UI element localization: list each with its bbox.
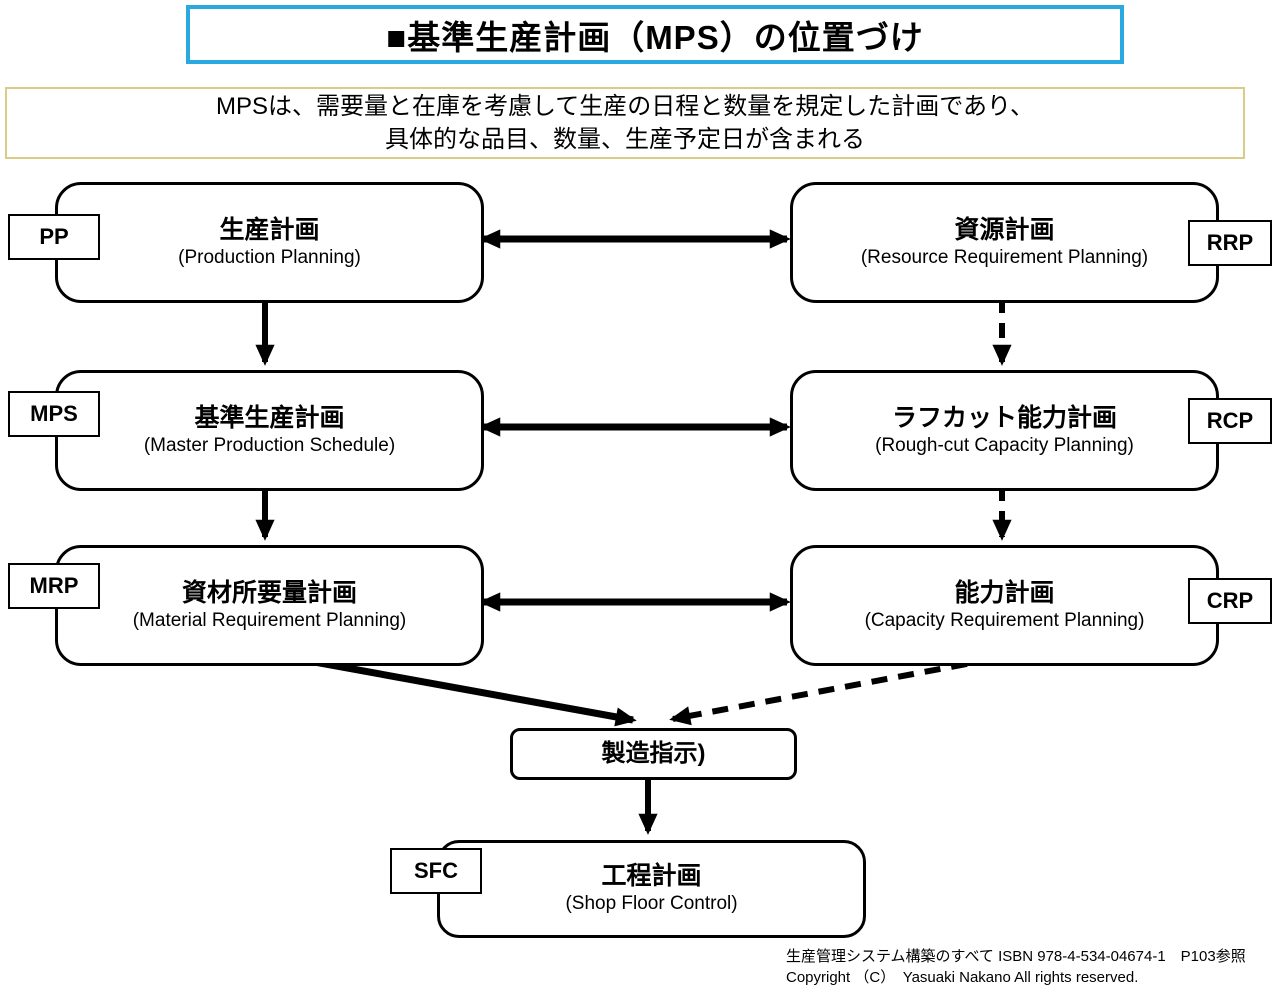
node-manufacturing-order: 製造指示) bbox=[510, 728, 797, 780]
node-rough-cut-capacity-planning: ラフカット能力計画 (Rough-cut Capacity Planning) bbox=[790, 370, 1219, 491]
page-title-text: ■基準生産計画（MPS）の位置づけ bbox=[386, 18, 924, 56]
summary-line-1: MPSは、需要量と在庫を考慮して生産の日程と数量を規定した計画であり、 bbox=[215, 93, 1035, 120]
summary-line-2: 具体的な品目、数量、生産予定日が含まれる bbox=[385, 126, 865, 153]
node-capacity-requirement-planning-en: (Capacity Requirement Planning) bbox=[864, 609, 1145, 631]
tag-mrp: MRP bbox=[8, 563, 100, 609]
node-production-planning-en: (Production Planning) bbox=[178, 246, 361, 268]
node-rough-cut-capacity-planning-jp: ラフカット能力計画 bbox=[891, 403, 1117, 432]
footer-credit: 生産管理システム構築のすべて ISBN 978-4-534-04674-1 P1… bbox=[786, 946, 1246, 988]
node-resource-requirement-planning: 資源計画 (Resource Requirement Planning) bbox=[790, 182, 1219, 303]
node-production-planning: 生産計画 (Production Planning) bbox=[55, 182, 484, 303]
summary-box: MPSは、需要量と在庫を考慮して生産の日程と数量を規定した計画であり、 具体的な… bbox=[5, 87, 1245, 159]
node-master-production-schedule: 基準生産計画 (Master Production Schedule) bbox=[55, 370, 484, 491]
node-capacity-requirement-planning: 能力計画 (Capacity Requirement Planning) bbox=[790, 545, 1219, 666]
node-resource-requirement-planning-jp: 資源計画 bbox=[954, 215, 1055, 244]
node-shop-floor-control-en: (Shop Floor Control) bbox=[565, 893, 738, 914]
node-master-production-schedule-en: (Master Production Schedule) bbox=[143, 434, 396, 456]
tag-rrp: RRP bbox=[1188, 220, 1272, 266]
node-capacity-requirement-planning-jp: 能力計画 bbox=[954, 578, 1055, 607]
footer-source-line: 生産管理システム構築のすべて ISBN 978-4-534-04674-1 P1… bbox=[786, 948, 1246, 965]
node-master-production-schedule-jp: 基準生産計画 bbox=[194, 403, 345, 432]
page-title: ■基準生産計画（MPS）の位置づけ bbox=[186, 5, 1124, 64]
tag-pp: PP bbox=[8, 214, 100, 260]
node-resource-requirement-planning-en: (Resource Requirement Planning) bbox=[860, 246, 1149, 268]
node-material-requirement-planning-jp: 資材所要量計画 bbox=[181, 578, 357, 607]
node-shop-floor-control: 工程計画 (Shop Floor Control) bbox=[437, 840, 866, 938]
tag-crp: CRP bbox=[1188, 578, 1272, 624]
tag-rcp: RCP bbox=[1188, 398, 1272, 444]
node-material-requirement-planning: 資材所要量計画 (Material Requirement Planning) bbox=[55, 545, 484, 666]
node-shop-floor-control-jp: 工程計画 bbox=[601, 862, 702, 890]
node-manufacturing-order-jp: 製造指示) bbox=[601, 740, 706, 767]
node-material-requirement-planning-en: (Material Requirement Planning) bbox=[132, 609, 407, 631]
node-production-planning-jp: 生産計画 bbox=[219, 215, 320, 244]
tag-mps: MPS bbox=[8, 391, 100, 437]
node-rough-cut-capacity-planning-en: (Rough-cut Capacity Planning) bbox=[875, 434, 1134, 456]
footer-copyright-line: Copyright （C） Yasuaki Nakano All rights … bbox=[786, 969, 1139, 986]
tag-sfc: SFC bbox=[390, 848, 482, 894]
